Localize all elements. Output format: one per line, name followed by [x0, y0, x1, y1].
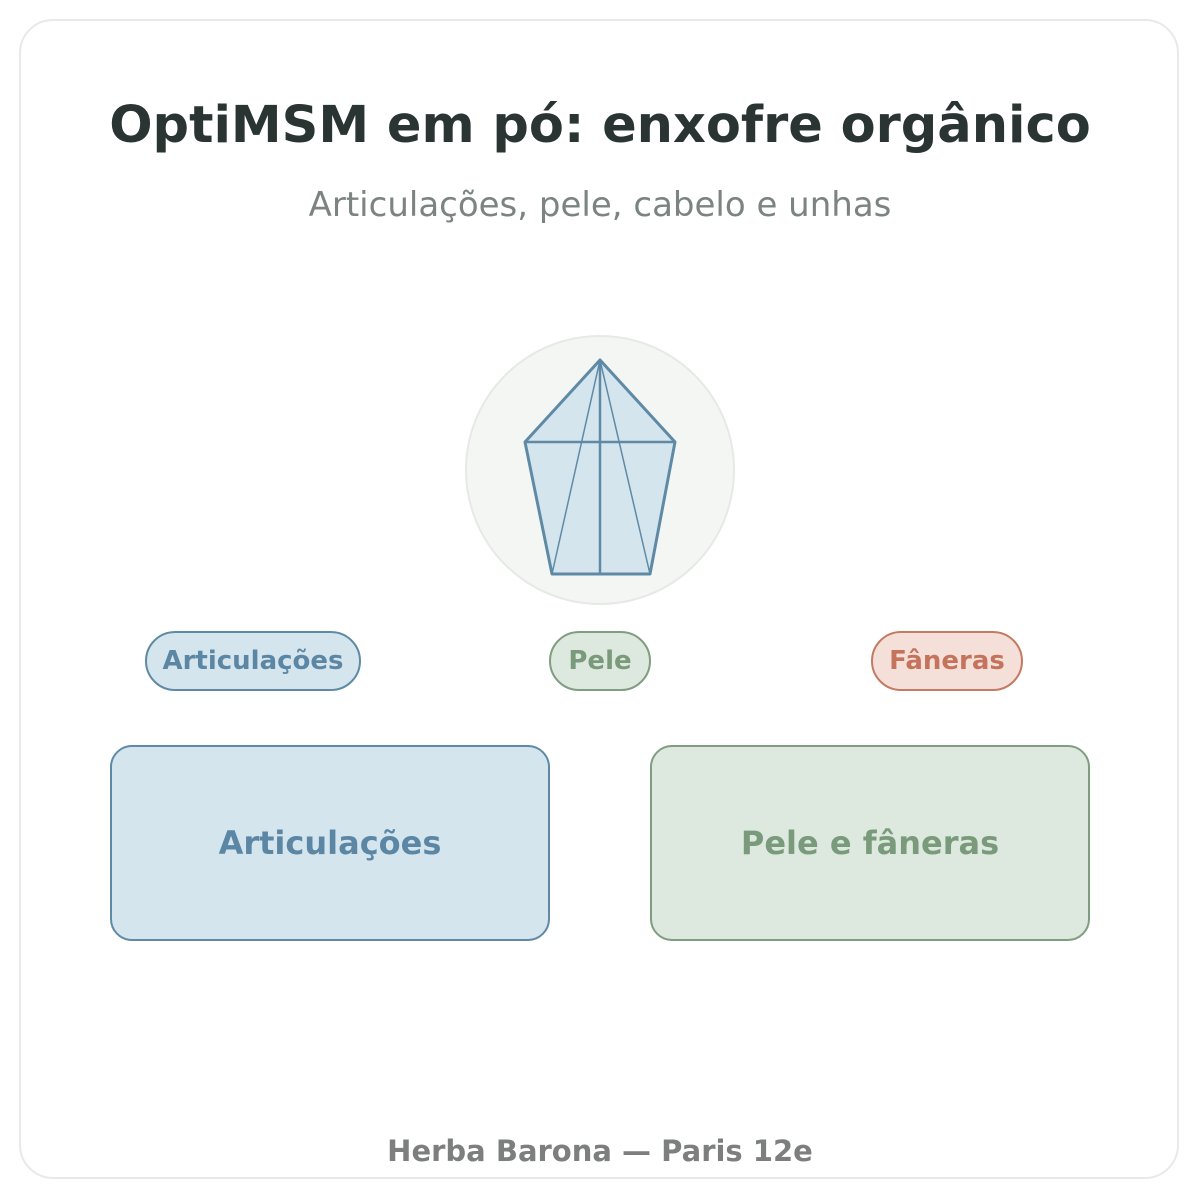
card-pele-faneras-label: Pele e fâneras — [740, 824, 1000, 862]
footer-text: Herba Barona — Paris 12e — [387, 1134, 813, 1168]
crystal-facet — [551, 359, 601, 575]
card-articulacoes-label: Articulações — [218, 824, 442, 862]
crystal-icon — [465, 335, 735, 605]
tag-articulacoes: Articulações — [145, 631, 361, 691]
tag-faneras: Fâneras — [871, 631, 1023, 691]
card-pele-faneras: Pele e fâneras — [650, 745, 1090, 941]
tag-pele: Pele — [549, 631, 651, 691]
page-title: OptiMSM em pó: enxofre orgânico — [109, 96, 1091, 155]
crystal-facet — [599, 359, 651, 575]
card-articulacoes: Articulações — [110, 745, 550, 941]
page-subtitle: Articulações, pele, cabelo e unhas — [308, 185, 892, 225]
